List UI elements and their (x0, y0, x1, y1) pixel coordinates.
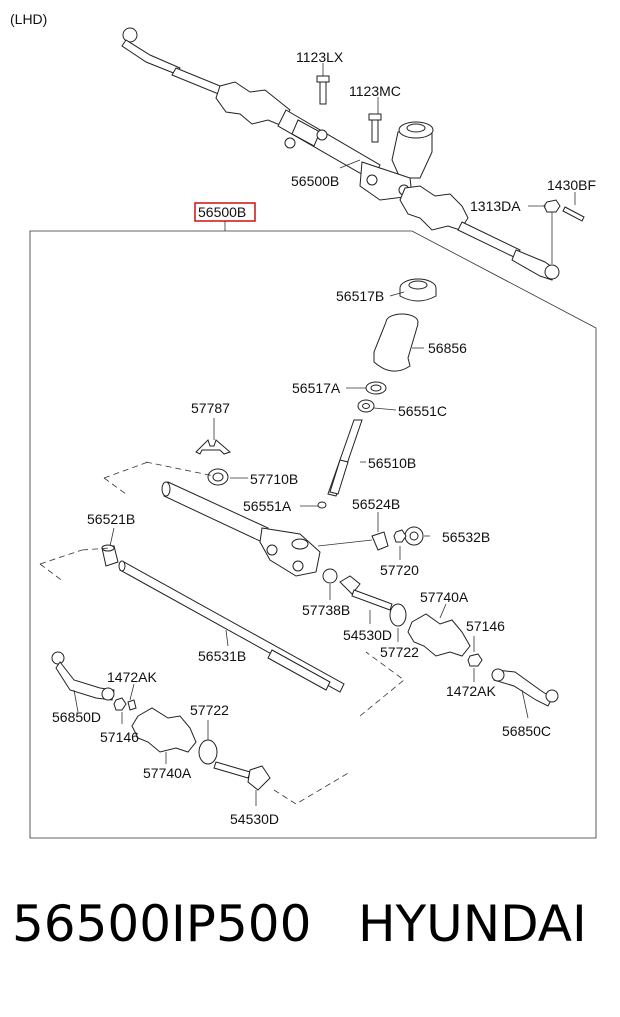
exploded-components-drawing (51, 278, 559, 791)
callout-1313DA: 1313DA (470, 198, 521, 214)
part-number: 56500IP500 (12, 895, 312, 953)
callout-57738B: 57738B (302, 602, 350, 618)
callout-56532B: 56532B (442, 529, 490, 545)
callout-56551C: 56551C (398, 403, 447, 419)
callout-56856: 56856 (428, 340, 467, 356)
callout-56531B: 56531B (198, 648, 246, 664)
callout-57787: 57787 (191, 400, 230, 416)
callout-1123MC: 1123MC (349, 83, 401, 99)
callout-57722-right: 57722 (380, 644, 419, 660)
callout-56521B: 56521B (87, 511, 135, 527)
callout-57710B: 57710B (250, 471, 298, 487)
callout-56551A: 56551A (243, 498, 292, 514)
callout-1430BF: 1430BF (547, 177, 596, 193)
callout-56524B: 56524B (352, 496, 400, 512)
brand-name: HYUNDAI (358, 895, 587, 953)
steering-gear-exploded-diagram: (LHD) (10, 11, 597, 839)
callout-57720: 57720 (380, 562, 419, 578)
callout-57740A-left: 57740A (143, 765, 192, 781)
exploded-view-frame (29, 230, 597, 839)
footer: 56500IP500 HYUNDAI (0, 895, 620, 985)
callout-54530D-right: 54530D (343, 627, 392, 643)
callout-57740A-right: 57740A (420, 589, 469, 605)
lhd-label: (LHD) (10, 11, 47, 27)
assembly-callout-56500B: 56500B (198, 204, 246, 220)
callout-1472AK-right: 1472AK (446, 683, 496, 699)
callout-57722-left: 57722 (190, 702, 229, 718)
callout-56517A: 56517A (292, 380, 341, 396)
callout-56517B: 56517B (336, 288, 384, 304)
callout-57146-left: 57146 (100, 729, 139, 745)
callout-56510B: 56510B (368, 455, 416, 471)
callout-56500B-top: 56500B (291, 173, 339, 189)
callout-54530D-left: 54530D (230, 811, 279, 827)
callout-57146-right: 57146 (466, 618, 505, 634)
callout-56850C: 56850C (502, 723, 551, 739)
callout-56850D: 56850D (52, 709, 101, 725)
callout-1472AK-left: 1472AK (107, 669, 157, 685)
steering-rack-assembly-drawing (121, 27, 585, 281)
callout-1123LX: 1123LX (296, 49, 344, 65)
